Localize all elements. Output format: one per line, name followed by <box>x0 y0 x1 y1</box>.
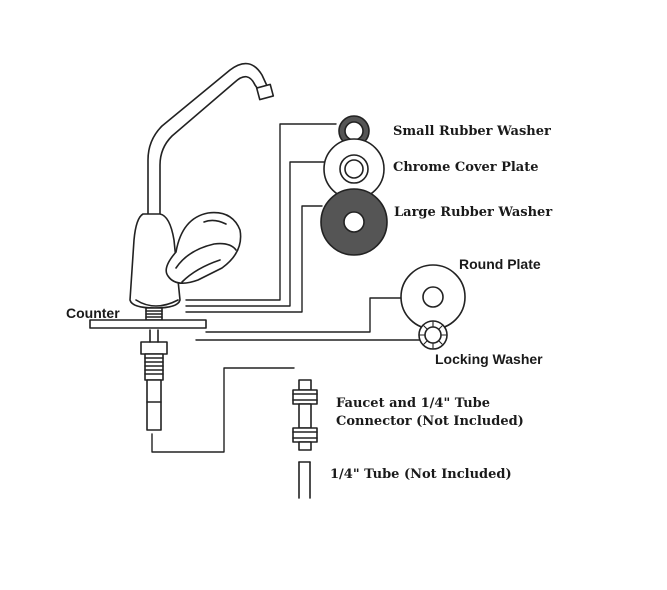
tube-connector <box>292 379 318 451</box>
quarter-inch-tube <box>298 461 311 499</box>
faucet-base-ring <box>135 299 179 307</box>
label-small-rubber-washer: Small Rubber Washer <box>393 124 551 139</box>
leader-lines <box>151 123 421 453</box>
large-rubber-washer <box>320 188 388 256</box>
label-chrome-cover-plate: Chrome Cover Plate <box>393 160 539 175</box>
locking-washer <box>418 320 448 350</box>
shank-lower <box>140 329 168 431</box>
label-large-rubber-washer: Large Rubber Washer <box>394 205 553 220</box>
counter-plate <box>89 319 207 329</box>
faucet-handle <box>165 211 242 284</box>
label-locking-washer: Locking Washer <box>435 351 543 367</box>
chrome-cover-plate <box>323 138 385 200</box>
label-faucet-connector-line2: Connector (Not Included) <box>336 414 524 429</box>
label-round-plate: Round Plate <box>459 256 541 272</box>
shank-upper <box>145 307 163 321</box>
label-counter: Counter <box>66 305 120 321</box>
round-plate <box>400 264 466 330</box>
label-faucet-connector-line1: Faucet and 1/4" Tube <box>336 396 491 411</box>
faucet-spout <box>147 62 275 216</box>
label-tube: 1/4" Tube (Not Included) <box>330 467 512 482</box>
